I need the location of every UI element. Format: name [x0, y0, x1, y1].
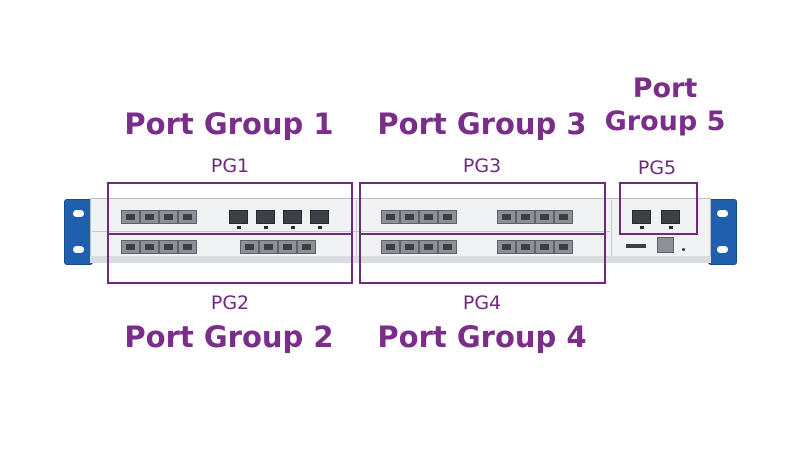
port-group-2-code: PG2 — [210, 292, 250, 314]
port-group-1-code: PG1 — [210, 155, 250, 177]
rj45-port[interactable] — [497, 210, 516, 224]
pg2-rj45-ports-a — [121, 240, 197, 254]
port-group-3-title: Port Group 3 — [377, 107, 587, 141]
pg3-rj45-ports-b — [497, 210, 573, 224]
rj45-port[interactable] — [121, 210, 140, 224]
rj45-port[interactable] — [159, 240, 178, 254]
rj45-port[interactable] — [381, 240, 400, 254]
pg3-rj45-ports-a — [381, 210, 457, 224]
mount-hole — [717, 210, 728, 217]
status-led — [682, 248, 685, 251]
rj45-port[interactable] — [438, 210, 457, 224]
sfp-port[interactable] — [256, 210, 275, 229]
rj45-port[interactable] — [516, 240, 535, 254]
port-group-2-title: Port Group 2 — [124, 320, 334, 354]
rack-ear-left — [64, 199, 93, 265]
pg4-rj45-ports-a — [381, 240, 457, 254]
sfp-port[interactable] — [661, 210, 680, 229]
port-group-2-outline — [107, 233, 353, 284]
rj45-port[interactable] — [140, 240, 159, 254]
rj45-port[interactable] — [419, 240, 438, 254]
pg1-sfp-ports — [229, 210, 337, 229]
pg4-rj45-ports-b — [497, 240, 573, 254]
rj45-port[interactable] — [381, 210, 400, 224]
rj45-port[interactable] — [497, 240, 516, 254]
port-group-5-title: Port Group 5 — [604, 73, 726, 137]
chassis-divider — [356, 200, 357, 256]
usb-slot[interactable] — [626, 244, 646, 248]
pg2-rj45-ports-b — [240, 240, 316, 254]
sfp-port[interactable] — [632, 210, 651, 229]
port-group-5-code: PG5 — [637, 157, 677, 179]
rj45-port[interactable] — [259, 240, 278, 254]
chassis-divider — [611, 200, 612, 256]
rj45-port[interactable] — [400, 210, 419, 224]
rj45-port[interactable] — [297, 240, 316, 254]
management-port[interactable] — [657, 237, 674, 253]
rj45-port[interactable] — [240, 240, 259, 254]
rj45-port[interactable] — [140, 210, 159, 224]
rj45-port[interactable] — [121, 240, 140, 254]
pg1-rj45-ports — [121, 210, 197, 224]
rj45-port[interactable] — [535, 210, 554, 224]
rj45-port[interactable] — [178, 240, 197, 254]
sfp-port[interactable] — [283, 210, 302, 229]
rj45-port[interactable] — [438, 240, 457, 254]
rj45-port[interactable] — [400, 240, 419, 254]
mount-hole — [717, 246, 728, 253]
sfp-port[interactable] — [310, 210, 329, 229]
port-group-1-title: Port Group 1 — [124, 107, 334, 141]
port-group-4-outline — [359, 233, 606, 284]
port-group-3-code: PG3 — [462, 155, 502, 177]
port-group-5-outline — [619, 182, 698, 235]
mount-hole — [73, 210, 84, 217]
rj45-port[interactable] — [159, 210, 178, 224]
chassis-bottom-strip — [90, 256, 711, 263]
rack-ear-right — [708, 199, 737, 265]
port-group-4-code: PG4 — [462, 292, 502, 314]
mount-hole — [73, 246, 84, 253]
rj45-port[interactable] — [278, 240, 297, 254]
rj45-port[interactable] — [178, 210, 197, 224]
rj45-port[interactable] — [554, 210, 573, 224]
sfp-port[interactable] — [229, 210, 248, 229]
pg5-sfp-ports — [632, 210, 688, 229]
rj45-port[interactable] — [554, 240, 573, 254]
port-group-4-title: Port Group 4 — [377, 320, 587, 354]
port-group-1-outline — [107, 182, 353, 235]
rj45-port[interactable] — [516, 210, 535, 224]
port-group-3-outline — [359, 182, 606, 235]
rj45-port[interactable] — [419, 210, 438, 224]
rj45-port[interactable] — [535, 240, 554, 254]
